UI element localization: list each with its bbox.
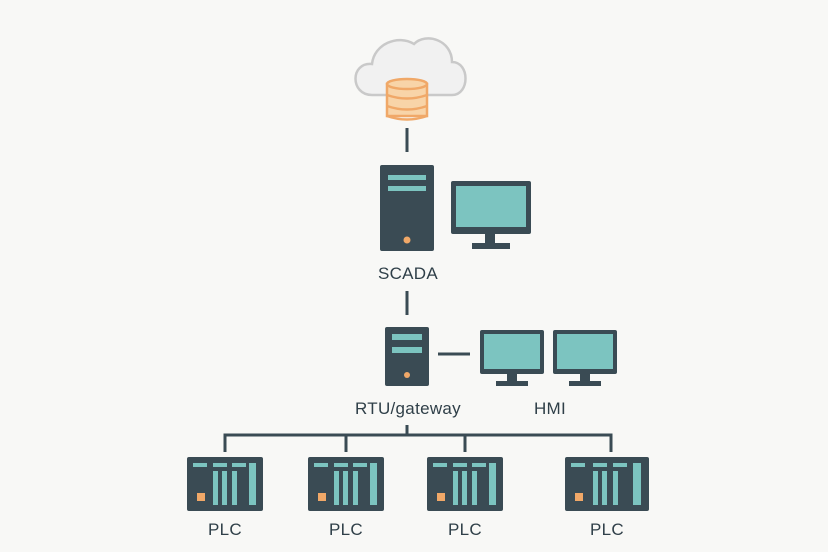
plc-icon: [427, 457, 503, 511]
plc-icon: [565, 457, 649, 511]
scada-server-icon: [380, 165, 434, 251]
cloud-icon: [354, 37, 467, 97]
plc-label: PLC: [448, 520, 482, 539]
hmi-monitor-icon: [553, 330, 617, 386]
plc-icon: [308, 457, 384, 511]
hmi-monitor-icon: [480, 330, 544, 386]
plc-icon: [187, 457, 263, 511]
plc-label: PLC: [329, 520, 363, 539]
database-icon: [385, 77, 429, 121]
plc-label: PLC: [208, 520, 242, 539]
scada-label: SCADA: [377, 264, 439, 283]
plc-label: PLC: [590, 520, 624, 539]
rtu-server-icon: [385, 327, 429, 386]
scada-monitor-icon: [451, 181, 531, 249]
hmi-label: HMI: [533, 399, 567, 418]
plc-bus: [223, 425, 613, 452]
rtu-gateway-label: RTU/gateway: [355, 399, 461, 418]
